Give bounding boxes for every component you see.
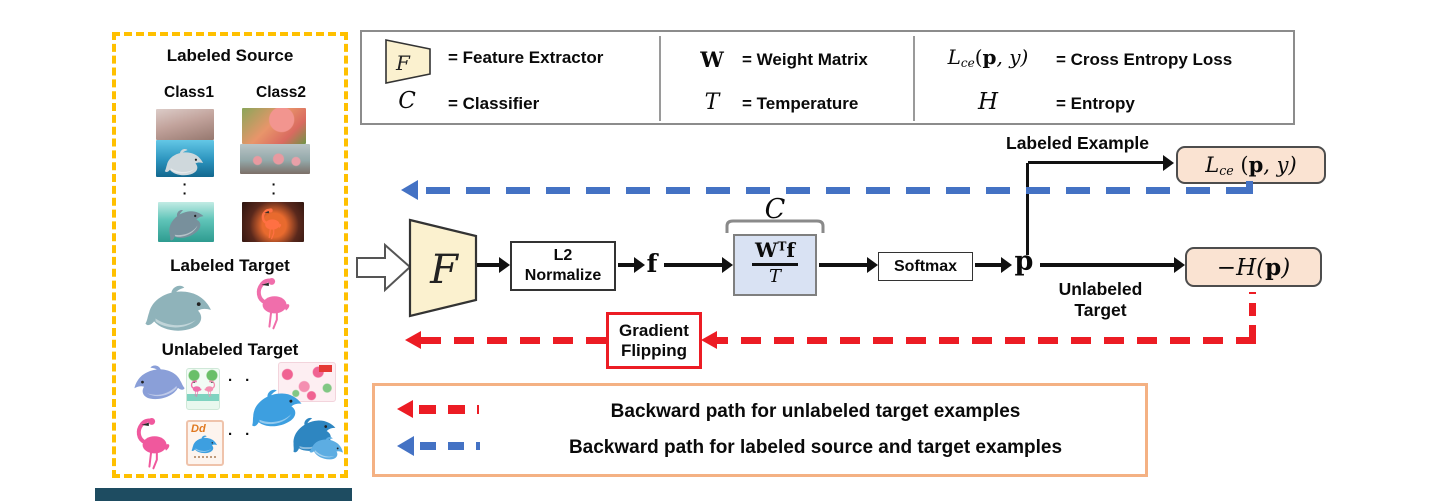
red-path-sample bbox=[397, 400, 479, 418]
bottom-edge-bar bbox=[95, 488, 352, 501]
arrow-softmax-to-p bbox=[975, 257, 1012, 273]
unlabeled-dots-1: · · bbox=[228, 372, 255, 389]
ce-loss-box: Lce (p, y) bbox=[1176, 146, 1326, 184]
unlabeled-target-title: Unlabeled Target bbox=[161, 340, 299, 359]
softmax-box: Softmax bbox=[878, 252, 973, 281]
dolphin-photo-1 bbox=[156, 109, 214, 140]
red-arrowhead-into-gradbox-icon bbox=[701, 331, 717, 349]
dolphin-photo-3 bbox=[158, 202, 214, 242]
labeled-source-title: Labeled Source bbox=[166, 46, 294, 65]
legend-divider-2 bbox=[913, 36, 915, 121]
red-backward-path-vertical bbox=[1249, 292, 1256, 338]
red-backward-arrowhead-icon bbox=[405, 331, 421, 349]
class2-label: Class2 bbox=[256, 84, 306, 101]
feature-extractor-symbol: F bbox=[429, 247, 459, 293]
arrow-classifier-to-softmax bbox=[819, 257, 878, 273]
weight-temperature-box: WTf T bbox=[733, 234, 817, 296]
red-backward-path-right bbox=[716, 337, 1256, 344]
classifier-c-symbol: C bbox=[764, 194, 786, 225]
gradient-flipping-box: Gradient Flipping bbox=[606, 312, 702, 369]
probability-symbol: p bbox=[1014, 246, 1034, 277]
arrow-p-to-entropy bbox=[1040, 257, 1185, 273]
symbol-legend: F = Feature Extractor C = Classifier W =… bbox=[360, 30, 1295, 125]
entropy-symbol: H bbox=[977, 89, 999, 115]
cartoon-dolphin-purple bbox=[130, 360, 186, 404]
input-arrow-icon bbox=[356, 242, 412, 293]
unlabeled-target-label: Unlabeled Target bbox=[1058, 279, 1143, 320]
dd-dolphin-card: Dd bbox=[186, 420, 224, 466]
examples-panel: Labeled Source Class1 Class2 ·· ·· Label… bbox=[112, 32, 348, 478]
blue-backward-arrowhead-icon bbox=[401, 180, 418, 200]
cartoon-flamingo-silhouette bbox=[136, 415, 172, 471]
l2-normalize-box: L2 Normalize bbox=[510, 241, 616, 291]
red-legend-arrowhead-icon bbox=[397, 400, 413, 418]
weight-matrix-symbol: W bbox=[700, 47, 724, 72]
entropy-label: = Entropy bbox=[1056, 94, 1135, 113]
arrow-f-to-classifier bbox=[664, 257, 733, 273]
blue-path-label: Backward path for labeled source and tar… bbox=[568, 437, 1063, 458]
svg-text:F: F bbox=[395, 51, 411, 75]
weight-matrix-label: = Weight Matrix bbox=[742, 50, 868, 69]
temperature-symbol: T bbox=[704, 90, 720, 115]
red-backward-path-left bbox=[421, 337, 606, 344]
neg-entropy-box: −H(p) bbox=[1185, 247, 1322, 287]
flamingo-photo-3 bbox=[242, 202, 304, 242]
labeled-target-title: Labeled Target bbox=[170, 256, 290, 275]
class1-vertical-dots: ·· bbox=[182, 176, 188, 201]
cartoon-dolphin-pair bbox=[285, 411, 346, 468]
temperature-label: = Temperature bbox=[742, 94, 859, 113]
feature-extractor-block: F bbox=[356, 218, 478, 318]
flamingo-photo-2 bbox=[240, 144, 310, 174]
class2-vertical-dots: ·· bbox=[271, 176, 277, 201]
dolphin-photo-2 bbox=[156, 140, 214, 177]
cross-entropy-label: = Cross Entropy Loss bbox=[1056, 50, 1233, 69]
class1-label: Class1 bbox=[164, 84, 214, 101]
classifier-bracket-icon bbox=[725, 219, 825, 233]
feature-vector-symbol: f bbox=[646, 249, 658, 278]
classifier-label: = Classifier bbox=[448, 94, 540, 113]
path-legend: Backward path for unlabeled target examp… bbox=[372, 383, 1148, 477]
legend-divider-1 bbox=[659, 36, 661, 121]
arrow-f-to-l2 bbox=[477, 257, 510, 273]
blue-path-sample bbox=[397, 436, 480, 456]
red-path-label: Backward path for unlabeled target examp… bbox=[610, 401, 1021, 422]
flamingo-scene-card bbox=[186, 368, 220, 410]
blue-legend-arrowhead-icon bbox=[397, 436, 414, 456]
feature-extractor-label: = Feature Extractor bbox=[448, 48, 604, 67]
fraction-bar bbox=[752, 263, 798, 266]
cartoon-dolphin-gray bbox=[145, 285, 211, 331]
arrow-l2-to-f bbox=[618, 257, 645, 273]
flamingo-photo-1 bbox=[242, 108, 306, 144]
blue-backward-path bbox=[418, 187, 1250, 194]
branch-line-vertical bbox=[1026, 163, 1029, 255]
cross-entropy-symbol: Lce(p, y) bbox=[947, 45, 1029, 70]
unlabeled-dots-2: · · bbox=[228, 426, 255, 443]
classifier-symbol: C bbox=[398, 88, 416, 114]
feature-extractor-icon: F bbox=[385, 39, 431, 84]
arrow-to-ce-loss bbox=[1028, 155, 1174, 171]
dd-card-label: Dd bbox=[191, 423, 206, 435]
cartoon-flamingo-pink bbox=[256, 275, 292, 331]
labeled-example-label: Labeled Example bbox=[1006, 133, 1149, 153]
